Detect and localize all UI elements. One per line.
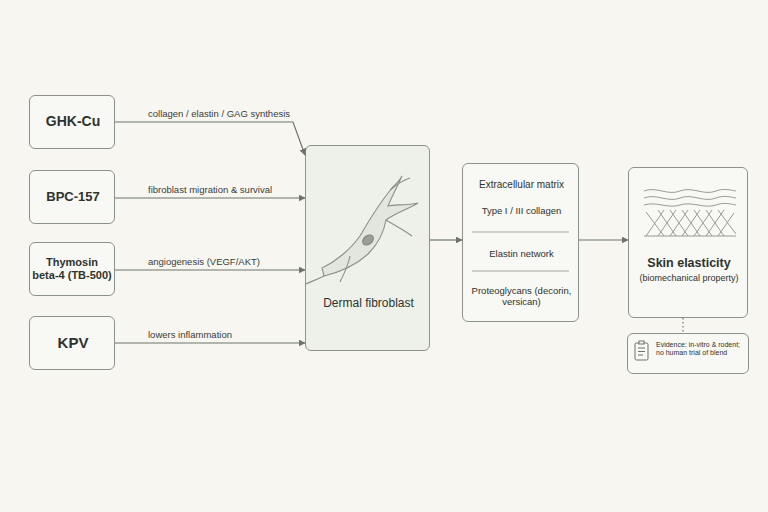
edge-label: fibroblast migration & survival xyxy=(148,185,272,195)
edge-label: angiogenesis (VEGF/AKT) xyxy=(148,257,260,267)
node-title: KPV xyxy=(30,334,116,352)
edge-label: collagen / elastin / GAG synthesis xyxy=(148,109,290,119)
node-text: (biomechanical property) xyxy=(629,273,749,284)
node-title: Evidence: in-vitro & rodent; no human tr… xyxy=(656,341,746,358)
matrix-box: Extracellular matrixType I / III collage… xyxy=(462,163,579,322)
node-title: Extracellular matrix xyxy=(467,179,576,191)
dotted-connector xyxy=(682,318,683,333)
node-text: Proteoglycans (decorin, versican) xyxy=(467,285,576,308)
node-title: Dermal fibroblast xyxy=(306,296,431,310)
arrow-connector xyxy=(115,269,305,270)
arrow-connector xyxy=(430,239,462,240)
outcome-box: Skin elasticity (biomechanical property) xyxy=(628,167,748,318)
cell-box: Dermal fibroblast xyxy=(305,145,430,351)
node-title: Skin elasticity xyxy=(629,256,749,271)
evidence-note: Evidence: in-vitro & rodent; no human tr… xyxy=(627,333,749,374)
edge-label: lowers inflammation xyxy=(148,330,232,340)
peptide-box: GHK-Cu xyxy=(29,95,115,149)
arrow-connector xyxy=(115,197,305,198)
peptide-box: Thymosin beta-4 (TB-500) xyxy=(29,242,115,296)
node-title: Thymosin beta-4 (TB-500) xyxy=(32,256,112,282)
node-title: GHK-Cu xyxy=(30,113,116,130)
node-text: Type I / III collagen xyxy=(467,205,576,216)
arrow-connector xyxy=(115,122,305,155)
node-title: BPC-157 xyxy=(30,189,116,205)
peptide-box: BPC-157 xyxy=(29,170,115,224)
arrow-connector xyxy=(579,239,628,240)
node-text: Elastin network xyxy=(467,248,576,259)
peptide-box: KPV xyxy=(29,316,115,370)
arrow-connector xyxy=(115,342,305,343)
